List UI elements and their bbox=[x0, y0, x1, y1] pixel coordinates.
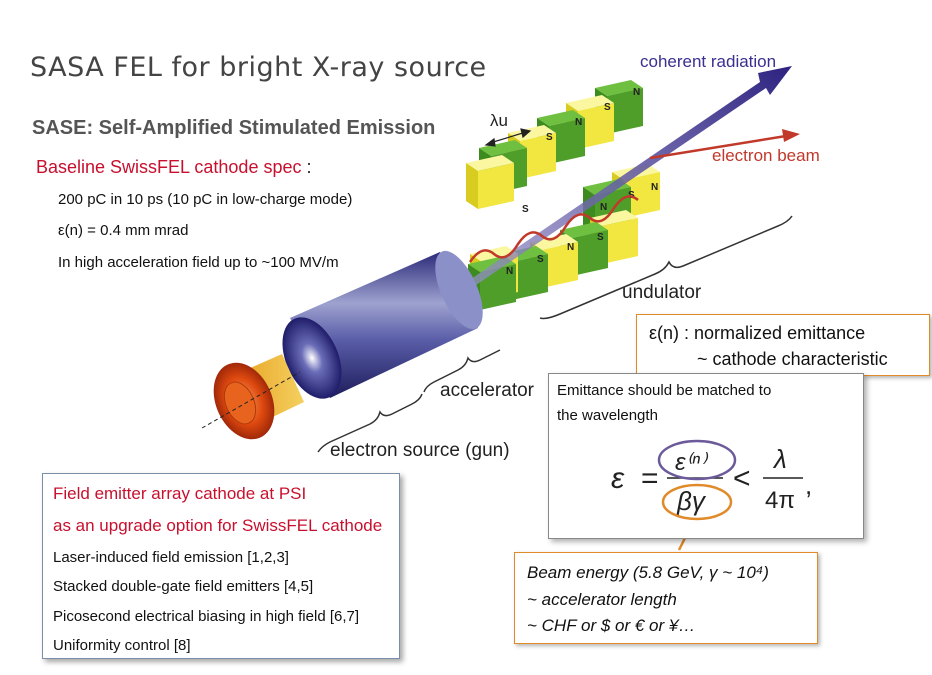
fea-list-item: Picosecond electrical biasing in high fi… bbox=[53, 608, 360, 625]
denominator-highlight bbox=[661, 483, 733, 521]
numerator-highlight bbox=[657, 439, 737, 481]
baseline-spec-item: ε(n) = 0.4 mm mrad bbox=[58, 222, 189, 239]
undulator-magnets-upper bbox=[466, 80, 660, 233]
matching-text-line: Emittance should be matched to bbox=[557, 382, 772, 399]
fea-list-item: Stacked double-gate field emitters [4,5] bbox=[53, 578, 314, 595]
slide-title: SASA FEL for bright X-ray source bbox=[30, 52, 487, 83]
baseline-spec-item: 200 pC in 10 ps (10 pC in low-charge mod… bbox=[58, 191, 353, 208]
matching-text-line: the wavelength bbox=[557, 407, 658, 424]
electron-wiggle-path bbox=[468, 195, 639, 263]
baseline-spec-heading: Baseline SwissFEL cathode spec : bbox=[36, 157, 312, 178]
pole-label: N bbox=[651, 182, 658, 193]
undulator-period-arrow bbox=[484, 128, 532, 147]
undulator-label: undulator bbox=[622, 282, 702, 303]
baseline-spec-item: In high acceleration field up to ~100 MV… bbox=[58, 254, 339, 271]
undulator-brace bbox=[539, 215, 793, 320]
fea-heading-line: Field emitter array cathode at PSI bbox=[53, 484, 307, 503]
pole-label: N bbox=[506, 266, 513, 277]
electron-beam-label: electron beam bbox=[712, 146, 820, 165]
pole-label: S bbox=[546, 132, 553, 143]
svg-text:βγ: βγ bbox=[676, 486, 707, 516]
pole-label: N bbox=[600, 202, 607, 213]
beam-energy-line: Beam energy (5.8 GeV, γ ~ 10⁴) bbox=[527, 563, 769, 582]
baseline-heading-colon: : bbox=[301, 157, 312, 177]
fea-list-item: Uniformity control [8] bbox=[53, 637, 191, 654]
emittance-note: ~ cathode characteristic bbox=[697, 349, 888, 369]
baseline-heading-text: Baseline SwissFEL cathode spec bbox=[36, 157, 302, 177]
pole-label: N bbox=[575, 117, 582, 128]
beam-energy-line: ~ CHF or $ or € or ¥… bbox=[527, 616, 696, 635]
beam-energy-line: ~ accelerator length bbox=[527, 590, 677, 609]
svg-text:ε⁽ⁿ⁾: ε⁽ⁿ⁾ bbox=[675, 449, 708, 476]
undulator-period-label: λu bbox=[490, 111, 508, 130]
pole-label: N bbox=[567, 242, 574, 253]
normalized-emittance-box: ε(n) : normalized emittance ~ cathode ch… bbox=[636, 314, 930, 376]
electron-beam-arrow bbox=[649, 129, 800, 160]
fea-list-item: Laser-induced field emission [1,2,3] bbox=[53, 549, 289, 566]
accelerator-brace bbox=[423, 349, 501, 393]
electron-source-label: electron source (gun) bbox=[330, 440, 510, 461]
electron-gun bbox=[201, 354, 304, 440]
pole-label: S bbox=[537, 254, 544, 265]
svg-text:=: = bbox=[641, 462, 659, 495]
slide-subtitle: SASE: Self-Amplified Stimulated Emission bbox=[32, 117, 436, 139]
emittance-formula: ε = ε⁽ⁿ⁾ βγ < λ 4π , bbox=[611, 439, 812, 521]
accelerator-label: accelerator bbox=[440, 380, 534, 401]
undulator-magnets-lower bbox=[468, 210, 638, 310]
brace-lines bbox=[317, 215, 793, 453]
accelerator-cylinder bbox=[282, 250, 483, 399]
emittance-definition: ε(n) : normalized emittance bbox=[649, 323, 866, 343]
field-emitter-box: Field emitter array cathode at PSI as an… bbox=[42, 473, 400, 659]
pole-label: N bbox=[633, 87, 640, 98]
svg-text:<: < bbox=[733, 462, 751, 495]
gun-brace bbox=[317, 393, 423, 453]
fea-heading-line: as an upgrade option for SwissFEL cathod… bbox=[53, 516, 383, 535]
pole-label: S bbox=[597, 232, 604, 243]
pole-label: S bbox=[522, 204, 529, 215]
coherent-radiation-label: coherent radiation bbox=[640, 52, 777, 71]
emittance-matching-box: Emittance should be matched to the wavel… bbox=[548, 373, 864, 539]
pole-label: S bbox=[604, 102, 611, 113]
svg-text:4π: 4π bbox=[765, 487, 795, 514]
beam-energy-box: Beam energy (5.8 GeV, γ ~ 10⁴) ~ acceler… bbox=[514, 552, 818, 644]
svg-text:,: , bbox=[805, 470, 812, 500]
svg-text:ε: ε bbox=[611, 462, 625, 495]
svg-text:λ: λ bbox=[772, 444, 787, 474]
